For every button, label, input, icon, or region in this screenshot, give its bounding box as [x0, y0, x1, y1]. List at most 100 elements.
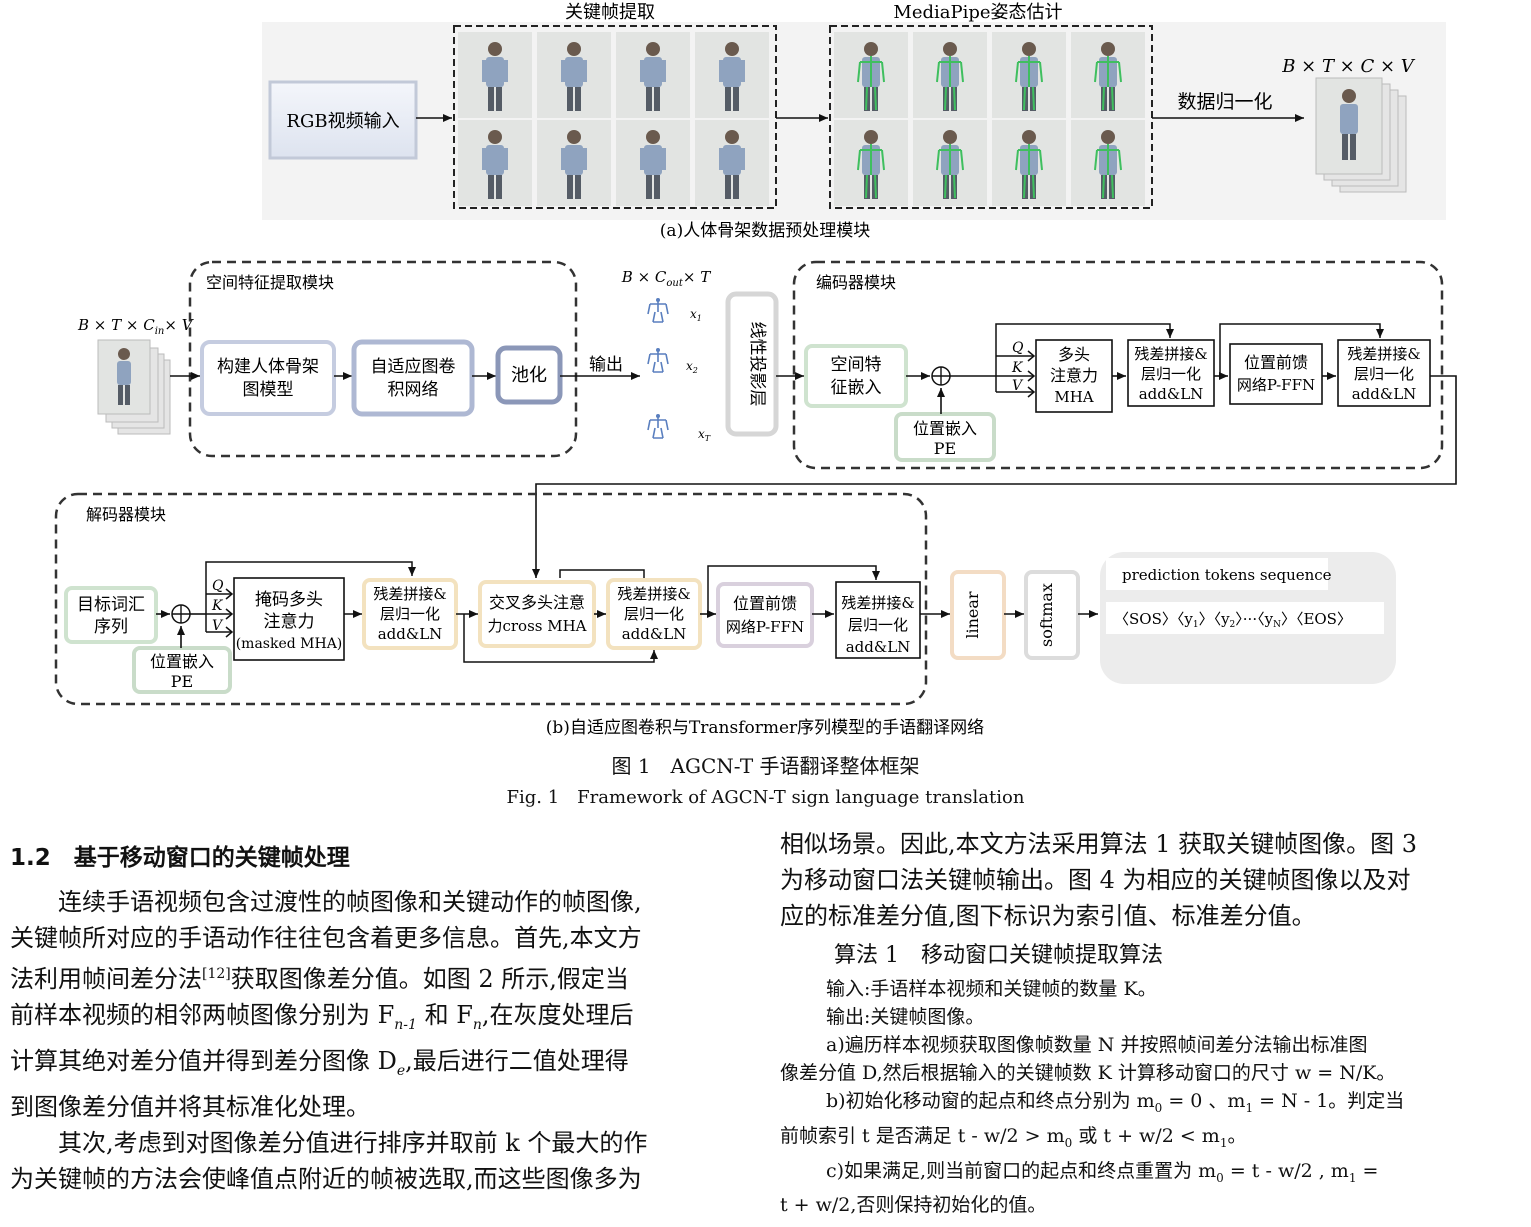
- right-line1: 相似场景。因此,本文方法采用算法 1 获取关键帧图像。图 3: [780, 830, 1418, 858]
- rgb-input-label: RGB视频输入: [286, 111, 399, 132]
- para1-line4: 前样本视频的相邻两帧图像分别为 Fn-1 和 Fn,在灰度处理后: [10, 1001, 634, 1033]
- enc-mha-box: [1035, 339, 1113, 413]
- para1-line6: 到图像差分值并将其标准化处理。: [10, 1092, 370, 1121]
- pos-embed-l1: 位置嵌入: [913, 419, 977, 438]
- enc-mha-l2: 注意力: [1050, 366, 1098, 385]
- output-label: 输出: [589, 355, 623, 375]
- normalize-label: 数据归一化: [1177, 91, 1272, 113]
- pool-label: 池化: [511, 365, 547, 386]
- enc-ffn-l1: 位置前馈: [1244, 353, 1308, 372]
- build-skeleton-box: [200, 340, 336, 416]
- target-vocab-l2: 序列: [94, 617, 128, 637]
- algo-c-line1: c)如果满足,则当前窗口的起点和终点重置为 m0 = t - w/2 , m1 …: [826, 1159, 1379, 1185]
- dec-addln3-l2: 层归一化: [848, 616, 908, 634]
- dec-pos-embed-box: [132, 646, 232, 694]
- dec-ffn-l1: 位置前馈: [733, 594, 797, 613]
- dec-addln1-l2: 层归一化: [380, 605, 440, 623]
- spatial-embed-l2: 征嵌入: [831, 378, 882, 398]
- right-line3: 应的标准差分值,图下标识为索引值、标准差分值。: [780, 902, 1316, 930]
- section-title: 1.2 基于移动窗口的关键帧处理: [10, 845, 350, 871]
- para1-line1: 连续手语视频包含过渡性的帧图像和关键动作的帧图像,: [58, 888, 642, 916]
- dec-addln2-l1: 残差拼接&: [617, 585, 690, 603]
- algorithm-body: 输入:手语样本视频和关键帧的数量 K。 输出:关键帧图像。 a)遍历样本视频获取…: [780, 975, 1496, 1219]
- input-dims: B × T × Cin× V: [77, 316, 195, 337]
- masked-mha-l1: 掩码多头: [255, 590, 323, 610]
- linear-projection-box: [725, 291, 779, 437]
- dec-addln2-l2: 层归一化: [624, 605, 684, 623]
- adaptive-gcn-l1: 自适应图卷: [371, 357, 456, 377]
- left-column: 连续手语视频包含过渡性的帧图像和关键动作的帧图像, 关键帧所对应的手语动作往往包…: [10, 884, 724, 1197]
- pos-embed-l2: PE: [934, 439, 956, 458]
- para1-line2: 关键帧所对应的手语动作往往包含着更多信息。首先,本文方: [10, 924, 642, 952]
- cross-mha-l2: 力cross MHA: [487, 617, 586, 635]
- spatial-module-label: 空间特征提取模块: [206, 273, 334, 292]
- linear-box: [950, 570, 1006, 660]
- figure-caption-cn: 图 1 AGCN-T 手语翻译整体框架: [611, 754, 920, 778]
- out-dims: B × Cout× T: [621, 268, 711, 289]
- prediction-sequence: 〈SOS〉〈y1〉〈y2〉···〈yN〉〈EOS〉: [1114, 610, 1352, 630]
- enc-mha-l1: 多头: [1058, 345, 1090, 364]
- dec-ffn-box: [716, 582, 814, 648]
- panel-a-caption: (a)人体骨架数据预处理模块: [660, 221, 870, 241]
- para1-line5: 计算其绝对差分值并得到差分图像 De,最后进行二值处理得: [10, 1046, 629, 1079]
- dec-k-label: K: [211, 598, 224, 614]
- algo-output: 输出:关键帧图像。: [826, 1006, 985, 1028]
- enc-addln1-l2: 层归一化: [1141, 365, 1201, 383]
- dec-pos-embed-l2: PE: [171, 672, 193, 691]
- dec-addln1-l3: add&LN: [378, 625, 443, 643]
- right-line2: 为移动窗口法关键帧输出。图 4 为相应的关键帧图像以及对: [780, 866, 1411, 894]
- panel-b-caption: (b)自适应图卷积与Transformer序列模型的手语翻译网络: [546, 718, 984, 738]
- dec-addln1-l1: 残差拼接&: [373, 585, 446, 603]
- para1-line3: 法利用帧间差分法[12]获取图像差分值。如图 2 所示,假定当: [10, 965, 629, 993]
- cross-mha-box: [478, 580, 596, 648]
- build-skeleton-l1: 构建人体骨架: [217, 357, 319, 377]
- enc-addln1-box: [1127, 339, 1215, 407]
- enc-addln2-l2: 层归一化: [1354, 365, 1414, 383]
- enc-ffn-l2: 网络P-FFN: [1237, 376, 1315, 394]
- masked-mha-l3: (masked MHA): [236, 636, 343, 652]
- pool-box: [495, 345, 563, 405]
- spatial-module-box: [188, 260, 578, 458]
- dec-v-label: V: [212, 618, 224, 634]
- rgb-input-box: [268, 80, 418, 160]
- enc-addln2-l1: 残差拼接&: [1347, 345, 1420, 363]
- decoder-module-box: [54, 492, 928, 706]
- prediction-title: prediction tokens sequence: [1122, 566, 1332, 584]
- dec-ffn-l2: 网络P-FFN: [726, 618, 804, 636]
- algo-a-line2: 像差分值 D,然后根据输入的关键帧数 K 计算移动窗口的尺寸 w = N/K。: [780, 1062, 1396, 1084]
- enc-addln1-l1: 残差拼接&: [1134, 345, 1207, 363]
- adaptive-gcn-l2: 积网络: [388, 380, 439, 400]
- mediapipe-label: MediaPipe姿态估计: [893, 2, 1062, 23]
- enc-ffn-box: [1229, 343, 1323, 405]
- enc-addln1-l3: add&LN: [1139, 385, 1204, 403]
- dec-addln2-l3: add&LN: [622, 625, 687, 643]
- xT-label: xT: [698, 427, 711, 443]
- encoder-module-label: 编码器模块: [816, 273, 896, 292]
- input-frames-stack: [97, 339, 171, 435]
- dec-addln3-l1: 残差拼接&: [841, 594, 914, 612]
- masked-mha-box: [233, 577, 345, 661]
- algo-c-line2: t + w/2,否则保持初始化的值。: [780, 1194, 1047, 1217]
- encoder-module-box: [792, 260, 1444, 470]
- enc-addln2-box: [1337, 339, 1431, 407]
- enc-addln2-l3: add&LN: [1352, 385, 1417, 403]
- build-skeleton-l2: 图模型: [243, 380, 294, 400]
- decoder-module-label: 解码器模块: [86, 505, 166, 524]
- dec-q-label: Q: [212, 578, 224, 594]
- keyframe-group: [453, 25, 777, 209]
- adaptive-gcn-box: [351, 339, 475, 417]
- dec-addln3-box: [835, 581, 921, 659]
- output-frames-stack: [1315, 77, 1407, 193]
- figure-1: 关键帧提取 MediaPipe姿态估计 RGB视频输入 数据归一化 B × T …: [54, 2, 1457, 738]
- enc-mha-l3: MHA: [1054, 388, 1093, 406]
- softmax-label: softmax: [1037, 583, 1056, 647]
- mediapipe-group: [829, 25, 1153, 209]
- target-vocab-box: [64, 586, 158, 644]
- spatial-embed-l1: 空间特: [831, 355, 882, 375]
- linear-projection-label: 线性投影层: [747, 322, 767, 407]
- figure-caption-en: Fig. 1 Framework of AGCN-T sign language…: [506, 787, 1025, 808]
- para2-line1: 其次,考虑到对图像差分值进行排序并取前 k 个最大的作: [58, 1128, 648, 1157]
- masked-mha-l2: 注意力: [264, 612, 315, 632]
- algo-input: 输入:手语样本视频和关键帧的数量 K。: [826, 978, 1157, 1000]
- softmax-box: [1024, 570, 1080, 660]
